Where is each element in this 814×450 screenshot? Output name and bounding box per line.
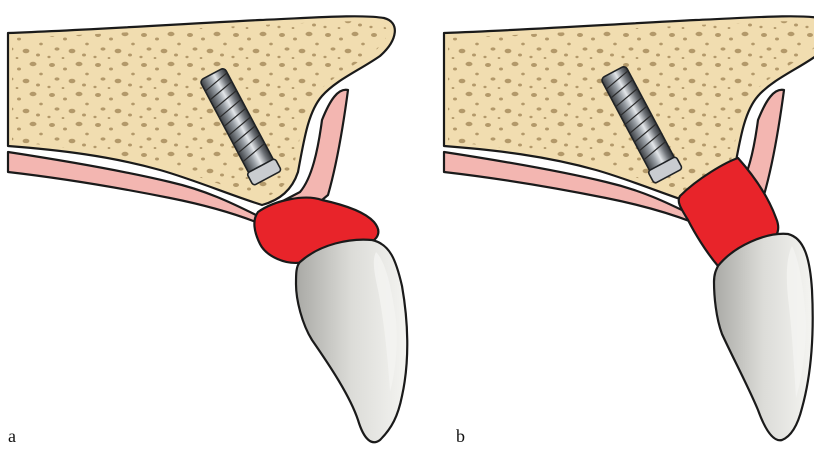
bone-section-a (8, 16, 395, 222)
panel-b: b (444, 16, 814, 446)
panel-label-b: b (456, 426, 465, 446)
panel-label-a: a (8, 426, 16, 446)
panel-a: a (8, 16, 407, 446)
